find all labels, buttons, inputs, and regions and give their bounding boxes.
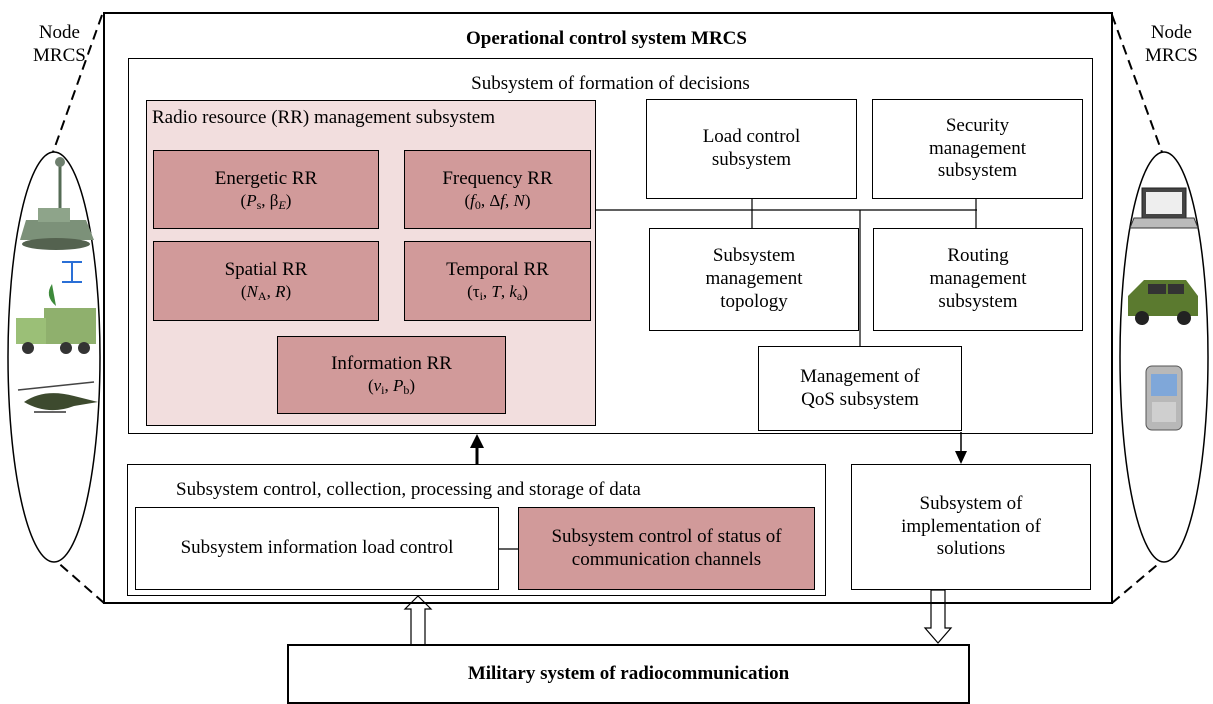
helicopter-icon — [17, 381, 98, 413]
decisions-subsystem — [128, 58, 1093, 434]
information-rr-title: Information RR — [331, 353, 452, 375]
node-left-line2: MRCS — [33, 44, 86, 66]
energetic-rr-title: Energetic RR — [214, 167, 318, 189]
dash-left-bottom — [54, 559, 105, 604]
operational-control-system — [103, 12, 1113, 604]
data-collection-subsystem — [127, 464, 826, 596]
load-control-subsystem: Load control subsystem — [646, 99, 857, 199]
frequency-rr-params: (f0, Δf, N) — [464, 190, 531, 212]
spatial-rr-title: Spatial RR — [224, 259, 308, 281]
node-left-line1: Node — [38, 22, 80, 43]
qos-management-subsystem: Management of QoS subsystem — [758, 346, 962, 431]
dash-right-top — [1111, 14, 1164, 156]
laptop-icon — [1129, 187, 1199, 229]
channel-status-control-subsystem: Subsystem control of status of communica… — [518, 507, 815, 590]
operational-control-title: Operational control system MRCS — [466, 28, 747, 49]
node-left-ellipse — [7, 151, 101, 563]
energetic-rr-params: (Ps, βE) — [240, 190, 292, 212]
pda-phone-icon — [1145, 365, 1183, 431]
satellite-dish-truck-icon — [16, 261, 96, 354]
energetic-rr: Energetic RR (Ps, βE) — [153, 150, 379, 229]
spatial-rr: Spatial RR (NA, R) — [153, 241, 379, 321]
dash-left-top — [51, 14, 103, 156]
spatial-rr-params: (NA, R) — [240, 282, 292, 304]
information-rr: Information RR (vi, Pb) — [277, 336, 506, 414]
node-right-label: Node MRCS — [1145, 22, 1198, 68]
node-left-label: Node MRCS — [33, 22, 86, 68]
armored-vehicle-antenna-icon — [20, 157, 94, 250]
rr-title: Radio resource (RR) management subsystem — [152, 107, 495, 128]
dash-right-bottom — [1111, 559, 1164, 604]
routing-management-subsystem: Routing management subsystem — [873, 228, 1083, 331]
information-rr-params: (vi, Pb) — [367, 376, 416, 398]
collection-title: Subsystem control, collection, processin… — [176, 479, 641, 500]
temporal-rr: Temporal RR (τi, T, ka) — [404, 241, 591, 321]
military-jeep-icon — [1128, 280, 1198, 325]
decisions-title: Subsystem of formation of decisions — [471, 73, 750, 94]
security-management-subsystem: Security management subsystem — [872, 99, 1083, 199]
node-right-line2: MRCS — [1145, 44, 1198, 66]
implementation-subsystem: Subsystem of implementation of solutions — [851, 464, 1091, 590]
info-load-control-subsystem: Subsystem information load control — [135, 507, 499, 590]
frequency-rr-title: Frequency RR — [442, 167, 553, 189]
temporal-rr-title: Temporal RR — [446, 259, 549, 281]
node-right-line1: Node — [1150, 22, 1192, 43]
frequency-rr: Frequency RR (f0, Δf, N) — [404, 150, 591, 229]
topology-management-subsystem: Subsystem management topology — [649, 228, 859, 331]
node-right-ellipse — [1119, 151, 1209, 563]
military-radiocommunication-system: Military system of radiocommunication — [287, 644, 970, 704]
temporal-rr-params: (τi, T, ka) — [467, 282, 528, 304]
